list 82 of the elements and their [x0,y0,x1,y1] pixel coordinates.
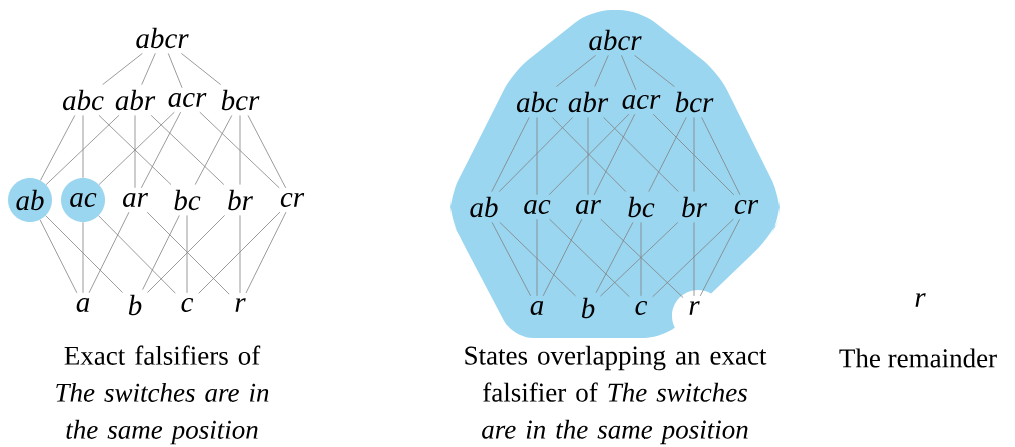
hasse-line [150,115,225,185]
hasse-line [245,211,287,294]
set-label: bcr [675,91,714,113]
hasse-line [701,117,741,196]
hasse-line [141,53,156,85]
set-label: acr [168,93,207,107]
set-label: ab [470,196,498,218]
hasse-line [88,211,130,294]
hasse-line [198,211,281,294]
hasse-line [652,218,734,298]
highlight-region [450,10,780,338]
hasse-line [82,221,84,294]
set-label: b [128,294,142,316]
set-label: r [915,293,926,307]
caption: States overlapping an exact falsifier of The switches are in the same position [465,345,767,445]
hasse-line [593,113,636,196]
set-label: br [682,196,707,218]
set-label: c [181,298,194,312]
hasse-line [186,215,188,294]
hasse-line [587,117,589,196]
hasse-line [199,111,280,189]
hasse-line [39,219,78,294]
highlighted-set: ac [61,178,105,222]
set-label: bcr [221,89,260,111]
hasse-line [549,218,630,298]
hasse-line [693,222,695,297]
hasse-line [98,215,176,294]
hasse-line [194,115,233,185]
set-label: r [235,298,246,312]
set-label: a [530,301,544,315]
caption: Exact falsifiers of The switches are in the same position [56,345,269,445]
hasse-line [594,55,609,87]
hasse-line [498,117,574,192]
set-label: ar [123,193,148,207]
set-label: abc [516,91,558,113]
set-label: b [581,297,595,319]
hasse-line [247,115,287,189]
hasse-line [556,55,597,87]
hasse-line [239,115,241,185]
highlighted-set: ab [8,178,52,222]
set-label: bc [174,189,201,211]
hasse-line [634,55,675,87]
set-label: br [228,189,253,211]
hasse-line [82,115,84,179]
set-label: a [76,298,90,312]
hasse-line [181,53,222,85]
hasse-line [536,218,538,297]
set-label: abr [115,89,156,111]
set-label: cr [734,200,759,214]
hasse-line [499,222,576,297]
set-label: ac [524,200,551,214]
hasse-line [699,218,741,297]
hasse-line [542,218,583,297]
hasse-line [140,111,182,189]
hasse-line [142,215,180,290]
hasse-line [621,55,637,91]
set-label: ar [575,200,601,214]
set-label: cr [280,193,305,207]
set-label: abc [62,89,104,111]
hasse-line [239,215,241,294]
set-label: c [635,301,648,315]
hasse-line [648,117,687,192]
set-label: acr [622,95,661,109]
caption: The remainder [839,348,997,368]
hasse-line [134,115,136,189]
hasse-line [693,117,695,192]
hasse-line [652,113,735,196]
hasse-line [491,117,530,192]
hasse-line [167,53,183,89]
hasse-line [595,222,634,293]
hasse-line [45,215,123,293]
set-label: abr [568,91,609,113]
hasse-line [102,53,143,85]
hasse-line [640,222,642,297]
hasse-line [45,115,120,186]
set-label: bc [628,196,655,218]
hasse-line [603,117,679,192]
hasse-line [491,222,532,297]
set-label: abcr [589,29,642,51]
hasse-line [40,115,76,181]
set-label: abcr [136,27,189,49]
hasse-line [536,117,538,196]
